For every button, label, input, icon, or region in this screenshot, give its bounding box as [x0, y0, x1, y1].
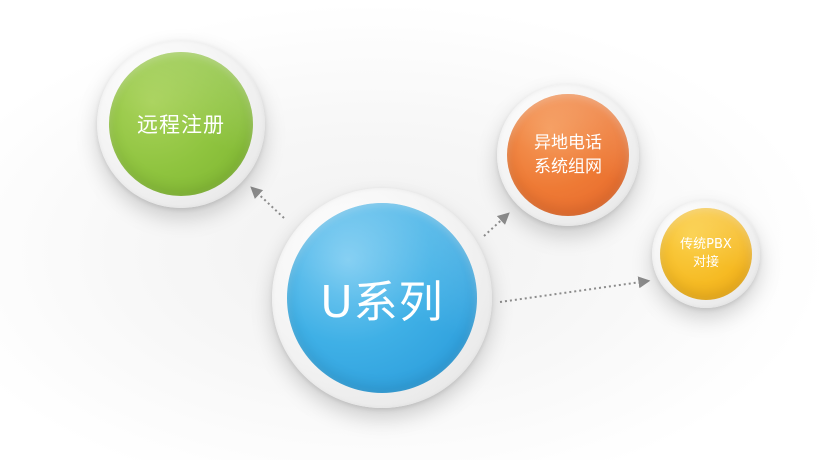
center-u-series-node: U系列: [272, 188, 492, 408]
center-label: U系列: [320, 277, 444, 328]
node-disc: 远程注册: [109, 52, 253, 196]
remote-network-node: 异地电话 系统组网: [497, 84, 639, 226]
arrow-to-pbx: [499, 276, 651, 303]
arrow-to-network: [483, 212, 510, 237]
node-label: 异地电话 系统组网: [534, 133, 602, 177]
node-label: 远程注册: [137, 113, 225, 137]
node-label: 传统PBX 对接: [680, 237, 732, 270]
arrow-to-remote: [250, 186, 285, 219]
pbx-integration-node: 传统PBX 对接: [652, 200, 760, 308]
remote-registration-node: 远程注册: [97, 40, 265, 208]
node-disc: 传统PBX 对接: [660, 208, 752, 300]
node-disc: U系列: [287, 203, 477, 393]
node-disc: 异地电话 系统组网: [507, 94, 629, 216]
